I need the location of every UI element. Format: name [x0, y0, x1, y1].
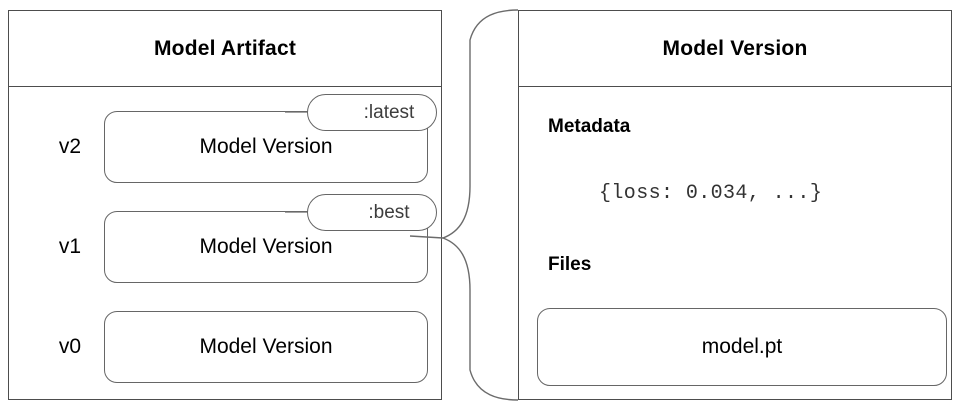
metadata-value: {loss: 0.034, ...}: [599, 182, 823, 205]
model-version-panel: Model Version Metadata {loss: 0.034, ...…: [518, 10, 952, 400]
model-version-box-label-v1: Model Version: [199, 235, 333, 258]
model-artifact-header: Model Artifact: [9, 11, 441, 87]
model-artifact-title: Model Artifact: [153, 36, 297, 60]
model-version-box-label-v0: Model Version: [199, 335, 333, 358]
version-label-v2: v2: [58, 135, 82, 158]
model-version-box-label-v2: Model Version: [199, 135, 333, 158]
model-artifact-body: v2 Model Version v1 Model Version v0 Mod…: [9, 87, 441, 399]
files-heading: Files: [548, 254, 592, 275]
metadata-heading: Metadata: [548, 116, 631, 137]
alias-tag-best-label: :best: [368, 201, 410, 223]
model-version-title: Model Version: [662, 36, 808, 60]
file-box-model-pt[interactable]: model.pt: [537, 308, 947, 386]
version-row-v0: v0 Model Version: [9, 311, 441, 383]
version-label-v0: v0: [58, 335, 82, 358]
alias-tag-best[interactable]: :best: [307, 194, 437, 231]
model-version-body: Metadata {loss: 0.034, ...} Files model.…: [519, 87, 951, 399]
version-label-v1: v1: [58, 235, 82, 258]
alias-tag-latest-label: :latest: [363, 101, 415, 123]
file-box-label-model-pt: model.pt: [701, 335, 783, 358]
model-version-box-v0[interactable]: Model Version: [104, 311, 428, 383]
brace-lower-path: [442, 237, 519, 401]
model-version-header: Model Version: [519, 11, 951, 87]
brace-upper-path: [442, 9, 519, 239]
alias-tag-latest[interactable]: :latest: [307, 94, 437, 131]
